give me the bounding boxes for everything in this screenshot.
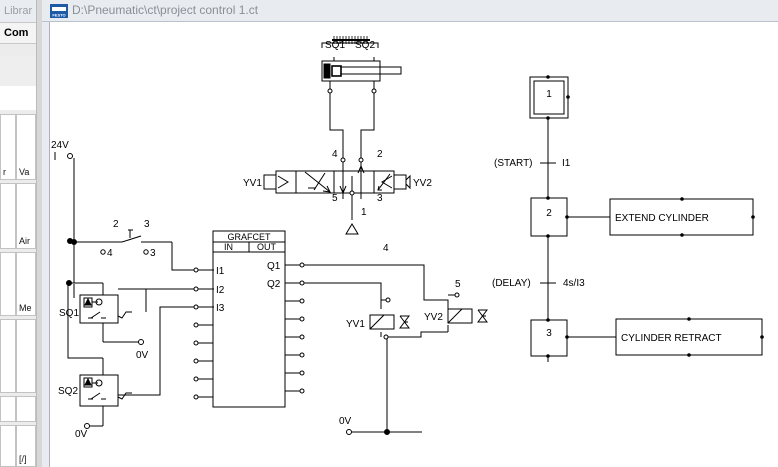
library-tile-label: r [3,167,6,177]
library-tile[interactable]: Va [16,114,36,180]
electrical-wires-left [54,152,214,429]
grafcet-block[interactable] [197,230,301,408]
library-tile-label: Me [19,303,32,313]
library-tab-components[interactable]: Com [0,22,36,44]
start-switch-pin-4: 4 [107,248,113,259]
library-tile[interactable] [16,396,36,422]
limit-switch-label-sq2: SQ2 [58,386,78,397]
grafcet-input-i2: I2 [216,285,225,296]
grafcet-action-2-label: EXTEND CYLINDER [615,213,709,224]
festo-logo-icon: FESTO [50,4,68,18]
grafcet-transition-1-label: (START) [494,158,533,169]
grafcet-block-out-label: OUT [257,242,277,252]
coil-label-yv2: YV2 [424,312,443,323]
valve-5-2[interactable] [263,164,411,235]
grafcet-input-i3: I3 [216,303,225,314]
library-tile-label: [/] [19,454,27,464]
output-wires [304,264,460,435]
limit-switch-sq2[interactable] [79,374,132,407]
library-toolbar-strip [0,56,36,87]
grafcet-transition-2-label: (DELAY) [492,278,531,289]
limit-switch-sq2-ground-label: 0V [75,429,88,440]
grafcet-step-3-label: 3 [546,328,552,339]
library-tile[interactable] [0,396,16,422]
library-tile-label: Va [19,167,30,177]
library-tile-label: Air [19,236,30,246]
library-tile[interactable] [0,319,16,393]
library-tile[interactable] [16,319,36,393]
library-tile[interactable] [0,183,16,249]
valve-solenoid-label-yv2: YV2 [413,178,432,189]
festo-logo-text: FESTO [52,13,65,18]
circuit-canvas[interactable]: SQ1 SQ2 [50,22,778,467]
grafcet-output-q2: Q2 [267,279,281,290]
pneumatic-cylinder[interactable] [321,36,402,82]
valve-port-4-label: 4 [332,149,338,160]
valve-port-3-label: 3 [377,193,383,204]
coil-yv2[interactable] [447,308,488,324]
limit-switch-sq1[interactable] [73,284,132,324]
grafcet-chart [540,118,616,362]
circuit-window-title: D:\Pneumatic\ct\project control 1.ct [72,3,259,17]
library-tile[interactable]: Air [16,183,36,249]
coil-yv1[interactable] [369,314,410,330]
grafcet-block-title: GRAFCET [227,232,271,242]
circuit-window-left-border [42,22,50,467]
cylinder-sensor-label-sq1: SQ1 [325,40,345,51]
library-tile[interactable]: [/] [16,425,36,467]
supply-voltage-label: 24V [51,140,69,151]
library-blank-row [0,86,36,110]
start-switch-pin-2: 2 [113,219,119,230]
valve-port-2-label: 2 [377,149,383,160]
valve-solenoid-label-yv1: YV1 [243,178,262,189]
grafcet-transition-2-condition: 4s/I3 [563,278,585,289]
wire-marker-5: 5 [455,279,461,290]
library-panel-title: Librar [0,0,36,22]
grafcet-block-in-label: IN [224,242,233,252]
coil-label-yv1: YV1 [346,319,365,330]
grafcet-transition-1-condition: I1 [562,158,571,169]
library-tile[interactable]: r [0,114,16,180]
library-tile[interactable]: Me [16,252,36,316]
valve-port-5-label: 5 [332,193,338,204]
library-tile[interactable] [0,425,16,467]
limit-switch-sq1-ground-label: 0V [136,350,149,361]
grafcet-chart-handles [546,75,764,358]
start-switch-pin-3b: 3 [150,248,156,259]
grafcet-input-i1: I1 [216,266,225,277]
grafcet-action-3-label: CYLINDER RETRACT [621,333,722,344]
grafcet-step-2-label: 2 [546,208,552,219]
library-scrollbar[interactable] [36,0,43,467]
circuit-diagram: SQ1 SQ2 [51,36,764,440]
limit-switch-label-sq1: SQ1 [59,308,79,319]
start-switch-pin-3: 3 [144,219,150,230]
grafcet-step-1-label: 1 [546,89,552,100]
circuit-window-titlebar[interactable]: FESTO D:\Pneumatic\ct\project control 1.… [42,0,778,22]
grafcet-output-q1: Q1 [267,261,281,272]
wire-marker-4: 4 [383,243,389,254]
library-tile[interactable] [0,252,16,316]
cylinder-sensor-label-sq2: SQ2 [355,40,375,51]
pneumatic-lines [327,81,377,165]
valve-port-1-label: 1 [361,207,367,218]
grafcet-pin-terminals [193,262,305,400]
ground-label-right: 0V [339,416,352,427]
